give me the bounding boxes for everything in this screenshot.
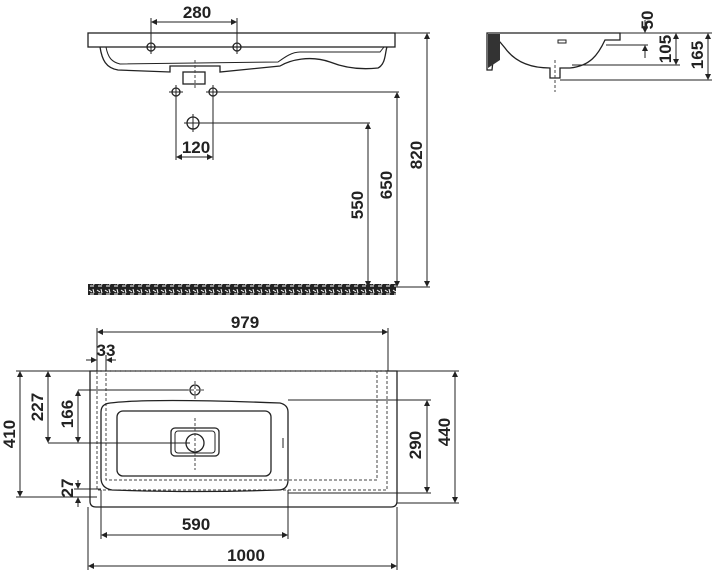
dim-440: 440	[435, 418, 454, 446]
dim-120: 120	[182, 138, 210, 157]
dim-290: 290	[406, 431, 425, 459]
drain-outlet	[182, 71, 206, 85]
dim-50: 50	[638, 11, 657, 30]
countertop-slab	[87, 32, 396, 48]
dim-33: 33	[97, 341, 116, 360]
dim-1000: 1000	[227, 546, 265, 565]
dim-590: 590	[182, 515, 210, 534]
basin-outer	[100, 399, 289, 493]
dim-280: 280	[183, 3, 211, 22]
dim-227: 227	[28, 393, 47, 421]
dim-410: 410	[0, 420, 19, 448]
front-view: 280 120 550 650 820	[87, 3, 430, 295]
cabinet-outline	[96, 370, 388, 491]
dim-650: 650	[377, 171, 396, 199]
side-view: 50 105 165	[486, 11, 712, 92]
basin-profile	[99, 46, 388, 73]
faucet-hole	[186, 381, 206, 399]
dim-165: 165	[688, 41, 707, 69]
side-profile	[486, 32, 621, 79]
dim-166: 166	[58, 400, 77, 428]
dim-105: 105	[656, 35, 675, 63]
dim-550: 550	[348, 191, 367, 219]
dim-979: 979	[231, 313, 259, 332]
floor-hatch	[88, 284, 396, 295]
dim-27: 27	[58, 479, 77, 498]
top-view: 979 33 410 227 166 27 290 440 590	[0, 313, 459, 570]
countertop-outline	[89, 370, 398, 508]
dim-820: 820	[407, 141, 426, 169]
